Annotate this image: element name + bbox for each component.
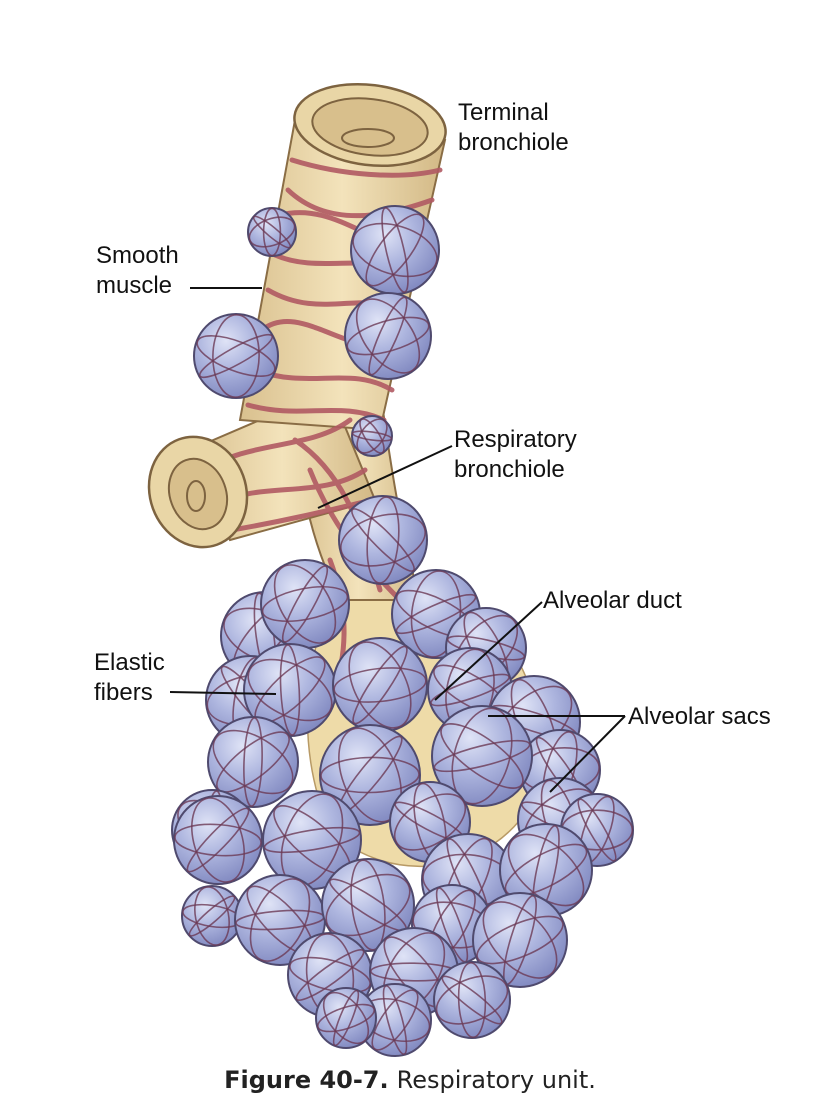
label-terminal-line2: bronchiole [458,129,569,156]
leader-alveolar-sacs-2 [549,715,626,793]
alveolus [338,495,428,585]
label-smooth-line2: muscle [96,272,173,299]
caption-text: Respiratory unit. [396,1066,596,1094]
label-smooth-muscle: Smooth muscle [96,241,179,301]
label-terminal-bronchiole: Terminal bronchiole [458,98,569,158]
label-terminal-line1: Terminal [458,99,549,126]
alveolus [351,415,393,457]
alveolus [350,205,440,295]
alveolus [319,724,421,826]
alveoli-group [171,205,634,1057]
alveolus [472,892,568,988]
label-resp-line1: Respiratory [454,426,577,453]
alveolus [433,961,511,1039]
figure-caption: Figure 40-7.Respiratory unit. [0,1066,820,1094]
label-smooth-line1: Smooth [96,242,179,269]
label-alveolar-sacs: Alveolar sacs [628,702,771,732]
alveolus [247,207,297,257]
label-resp-line2: bronchiole [454,456,565,483]
leader-elastic-fibers [169,691,277,695]
alveolus [193,313,279,399]
leader-alveolar-duct [434,601,543,701]
alveolus [173,795,263,885]
label-alveolar-duct: Alveolar duct [543,586,682,616]
leader-lines [169,287,626,793]
alveolus [344,292,432,380]
alveolus [181,885,243,947]
alveolus [321,858,415,952]
branch-opening [147,435,249,549]
alveolus [207,716,299,808]
terminal-bronchiole-opening [293,82,447,168]
label-sacs-text: Alveolar sacs [628,703,771,730]
leader-respiratory-bronchiole [317,445,453,509]
label-elastic-fibers: Elastic fibers [94,648,165,708]
label-duct-text: Alveolar duct [543,587,682,614]
alveolus [315,987,377,1049]
alveolus [431,705,533,807]
label-elastic-line1: Elastic [94,649,165,676]
caption-number: Figure 40-7. [224,1066,389,1094]
label-respiratory-bronchiole: Respiratory bronchiole [454,425,577,485]
alveolus [332,637,428,733]
label-elastic-line2: fibers [94,679,153,706]
